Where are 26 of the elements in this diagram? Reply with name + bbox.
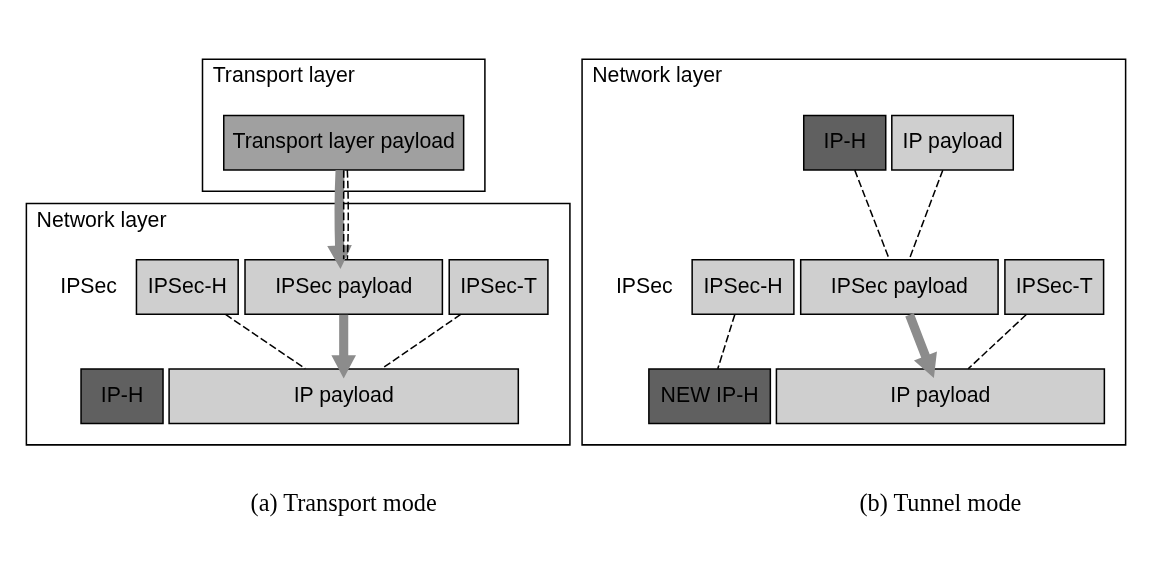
node-box: IPSec payload — [799, 258, 999, 316]
arrow — [327, 169, 352, 270]
label: (a) Transport mode — [250, 489, 437, 517]
connector — [342, 169, 345, 260]
node-box: IP-H — [803, 114, 887, 171]
connector — [908, 169, 944, 260]
label: IPSec — [60, 273, 117, 298]
node-box: IPSec-T — [448, 258, 549, 316]
node-box: IPSec-T — [1004, 258, 1105, 316]
node-box: IPSec payload — [244, 258, 444, 316]
label: (b) Tunnel mode — [859, 489, 1022, 517]
node-box: IPSec-H — [135, 258, 239, 316]
connector — [717, 314, 736, 370]
connector — [967, 314, 1027, 370]
arrow — [905, 313, 937, 378]
node-box: IP payload — [168, 368, 520, 425]
connector — [346, 169, 349, 260]
arrow — [331, 314, 356, 379]
node-box: IP payload — [775, 368, 1106, 425]
connector — [854, 169, 890, 260]
node-box: Transport layer payload — [223, 114, 465, 171]
label: IPSec — [615, 273, 673, 298]
node-box: IP payload — [891, 114, 1015, 171]
node-box: NEW IP-H — [648, 368, 772, 425]
node-box: IPSec-H — [691, 258, 795, 316]
node-box: IP-H — [80, 368, 164, 425]
